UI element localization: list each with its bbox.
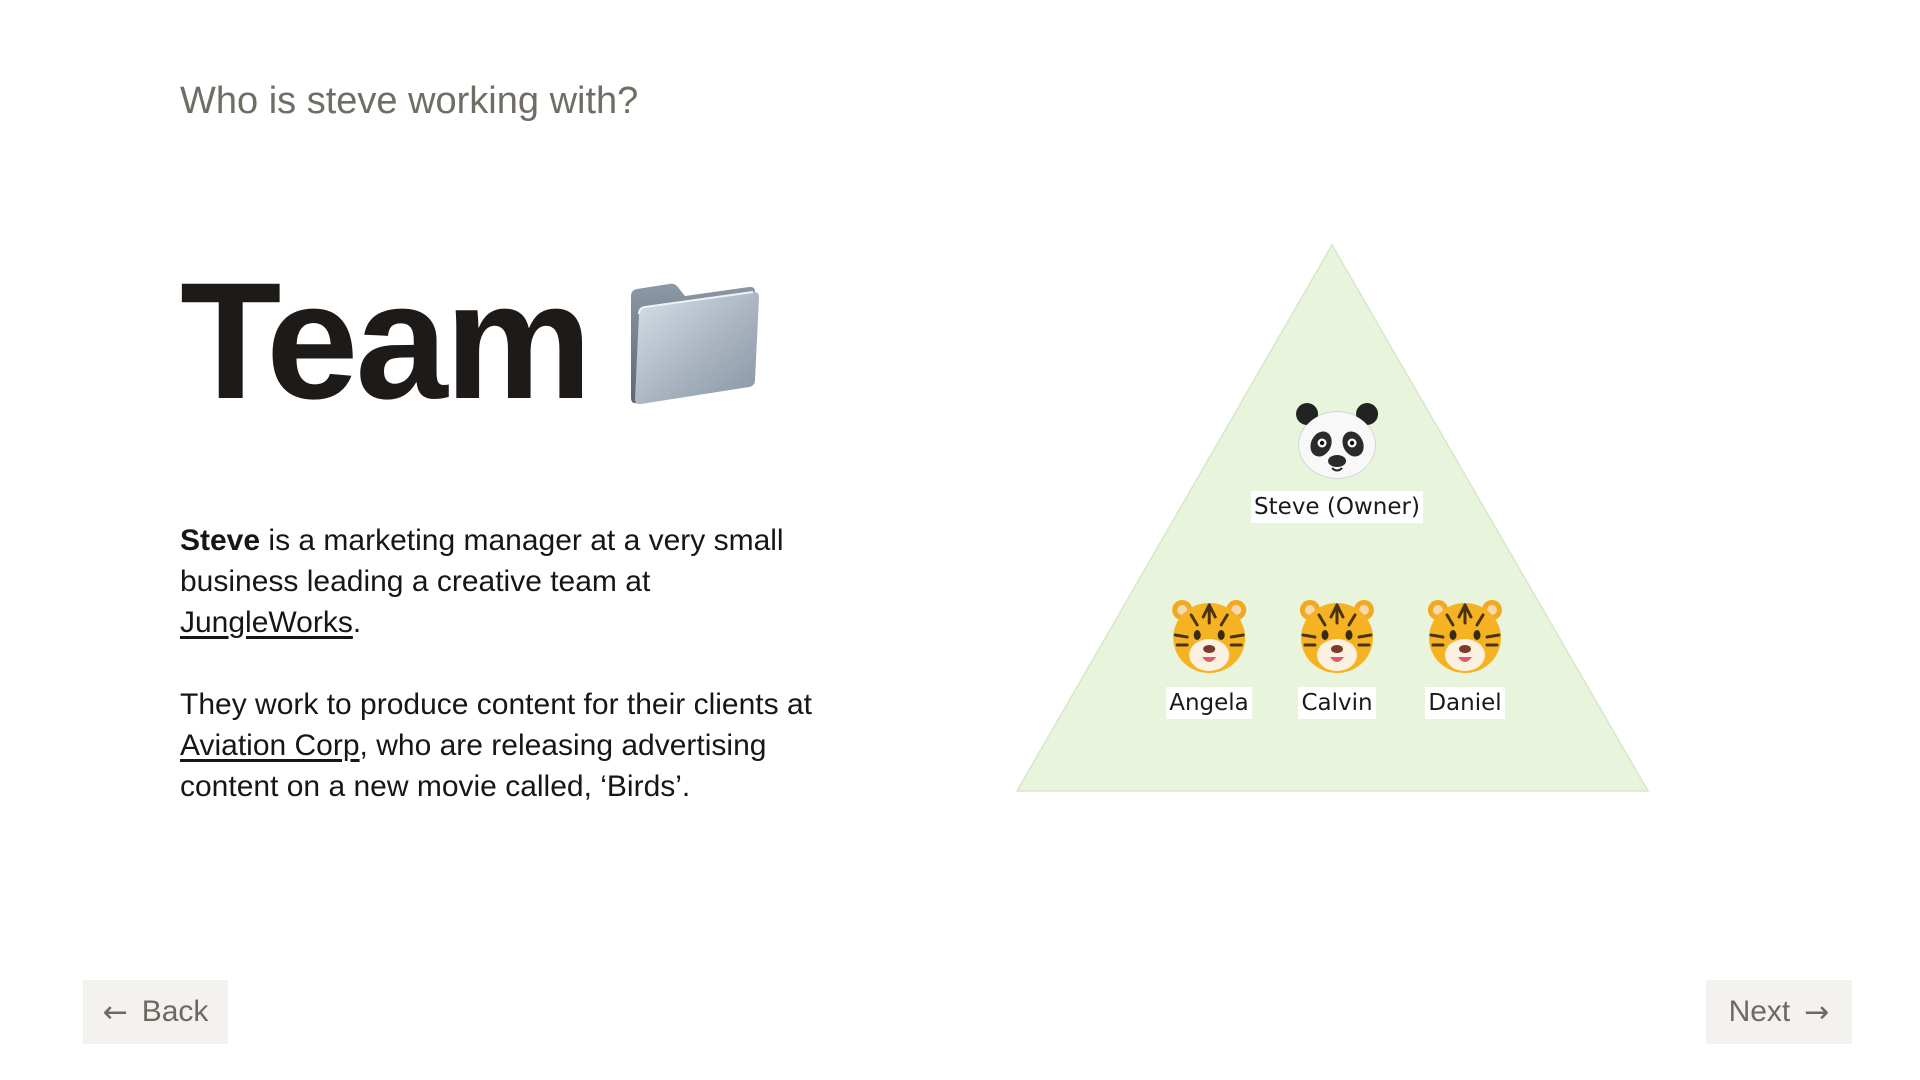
team-hierarchy-diagram: Steve (Owner) Angela [1015,243,1650,793]
title-row: Team [180,249,765,434]
next-button-label: Next [1728,995,1791,1028]
description-paragraph-2: They work to produce content for their c… [180,684,820,807]
back-button[interactable]: ← Back [83,980,228,1044]
description: Steve is a marketing manager at a very s… [180,520,820,848]
member-node-calvin: Calvin [1297,595,1377,719]
member-label: Daniel [1425,687,1505,719]
member-node-daniel: Daniel [1425,595,1505,719]
owner-node: Steve (Owner) [1251,401,1423,523]
person-name: Steve [180,524,261,557]
next-button[interactable]: Next → [1706,980,1852,1044]
tiger-face-icon [1171,600,1246,673]
question-heading: Who is steve working with? [180,80,639,122]
description-paragraph-1: Steve is a marketing manager at a very s… [180,520,820,643]
back-button-label: Back [141,995,209,1028]
member-node-angela: Angela [1166,595,1252,719]
arrow-left-icon: ← [102,994,128,1030]
arrow-right-icon: → [1804,994,1830,1030]
page-title: Team [180,249,592,434]
member-label: Angela [1166,687,1252,719]
paragraph-1-text-b: . [352,606,362,639]
member-label: Calvin [1298,687,1376,719]
tiger-face-icon [1428,600,1502,673]
panda-face-icon [1295,403,1378,479]
owner-label: Steve (Owner) [1251,491,1423,523]
jungleworks-link[interactable]: JungleWorks [180,606,353,639]
aviation-corp-link[interactable]: Aviation Corp [180,729,360,762]
paragraph-2-text-b: , who are releasing advertising content … [180,729,767,803]
paragraph-1-text-a: is a marketing manager at a very small b… [180,524,784,598]
tiger-face-icon [1300,600,1374,673]
folder-icon [631,283,760,405]
paragraph-2-text-a: They work to produce content for their c… [180,688,812,721]
